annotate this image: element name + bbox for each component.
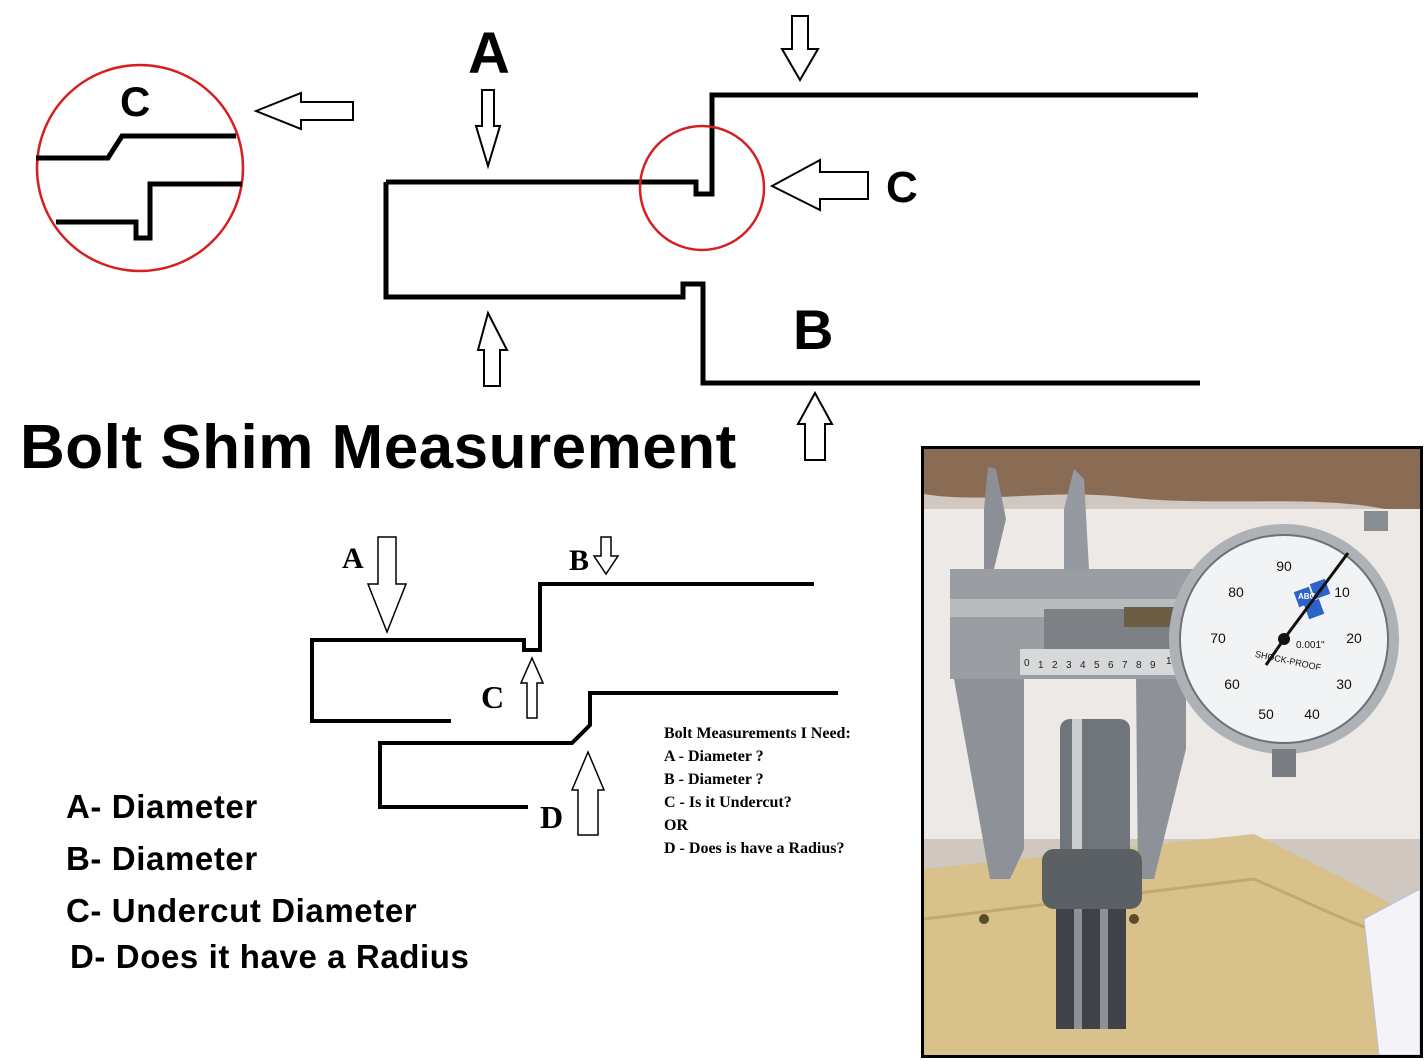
svg-text:50: 50 [1258,706,1274,722]
legend-item-a: A- Diameter [66,788,258,825]
caliper-lower-jaw-left [954,679,1024,879]
small-label-b: B [569,544,589,577]
arrow-c-main-icon [769,158,869,212]
small-label-a: A [342,542,364,575]
notes-line: OR [664,817,688,834]
svg-text:5: 5 [1094,660,1100,671]
small-arrow-a-icon [366,536,408,635]
small-arrow-b-icon [592,536,620,576]
svg-text:40: 40 [1304,706,1320,722]
svg-text:9: 9 [1150,660,1156,671]
svg-text:6: 6 [1108,660,1114,671]
caliper-photo: 0 1 2 3 4 5 6 7 8 9 1 90 [921,446,1423,1058]
zoom-detail-profile [36,133,242,241]
small-bolt-profile [310,582,838,809]
zoom-detail-circle [35,63,245,273]
svg-text:20: 20 [1346,630,1362,646]
caliper-lower-jaw-right [1136,679,1186,879]
svg-text:0: 0 [1024,658,1030,669]
small-label-c: C [481,679,504,715]
arrow-b-top-icon [780,15,820,82]
small-label-d: D [540,799,563,835]
main-label-a: A [468,21,510,86]
main-label-b: B [793,298,833,361]
caliper-illustration: 0 1 2 3 4 5 6 7 8 9 1 90 [924,449,1420,1055]
top-bolt-diagram: C A B C [35,15,1200,461]
main-label-c: C [886,163,918,212]
main-bolt-profile [383,92,1200,386]
notes-heading: Bolt Measurements I Need: [664,725,851,742]
notes-line: D - Does is have a Radius? [664,840,845,857]
zoom-pointer-arrow-icon [253,91,354,131]
svg-text:10: 10 [1334,584,1350,600]
svg-text:1: 1 [1166,656,1172,667]
arrow-a-bottom-icon [476,310,509,387]
legend-item-d: D- Does it have a Radius [70,938,470,975]
svg-text:1: 1 [1038,660,1044,671]
legend-item-b: B- Diameter [66,840,258,877]
dial-numbers: 90 80 70 60 50 40 30 20 10 [1210,558,1362,722]
svg-text:70: 70 [1210,630,1226,646]
page-title: Bolt Shim Measurement [20,413,737,482]
measurement-notes: Bolt Measurements I Need: A - Diameter ?… [664,722,851,860]
bolt-part [1042,719,1142,1029]
legend-item-c: C- Undercut Diameter [66,892,418,929]
caliper-upper-jaw-left [984,467,1006,569]
svg-text:7: 7 [1122,660,1128,671]
caliper-scale [1020,649,1180,675]
dial-logo-letters: ABC [1298,592,1316,601]
dial-needle [1282,552,1350,640]
small-bolt-diagram: A B C D [310,536,838,836]
undercut-highlight-circle [638,124,766,252]
svg-text:90: 90 [1276,558,1292,574]
notes-line: A - Diameter ? [664,748,764,765]
small-arrow-d-icon [570,750,606,836]
zoom-label-c: C [120,78,150,125]
caliper-upper-jaw-right [1064,469,1089,569]
svg-text:30: 30 [1336,676,1352,692]
notes-line: C - Is it Undercut? [664,794,792,811]
svg-text:2: 2 [1052,660,1058,671]
svg-text:60: 60 [1224,676,1240,692]
svg-text:80: 80 [1228,584,1244,600]
svg-text:8: 8 [1136,660,1142,671]
arrow-b-bottom-icon [796,390,834,461]
small-arrow-c-icon [519,656,545,719]
svg-text:3: 3 [1066,660,1072,671]
notes-line: B - Diameter ? [664,771,764,788]
dial-resolution: 0.001" [1296,640,1325,651]
caliper-scale-digits: 0 1 2 3 4 5 6 7 8 9 1 [1024,656,1172,671]
svg-text:4: 4 [1080,660,1086,671]
arrow-a-top-icon [474,89,502,170]
